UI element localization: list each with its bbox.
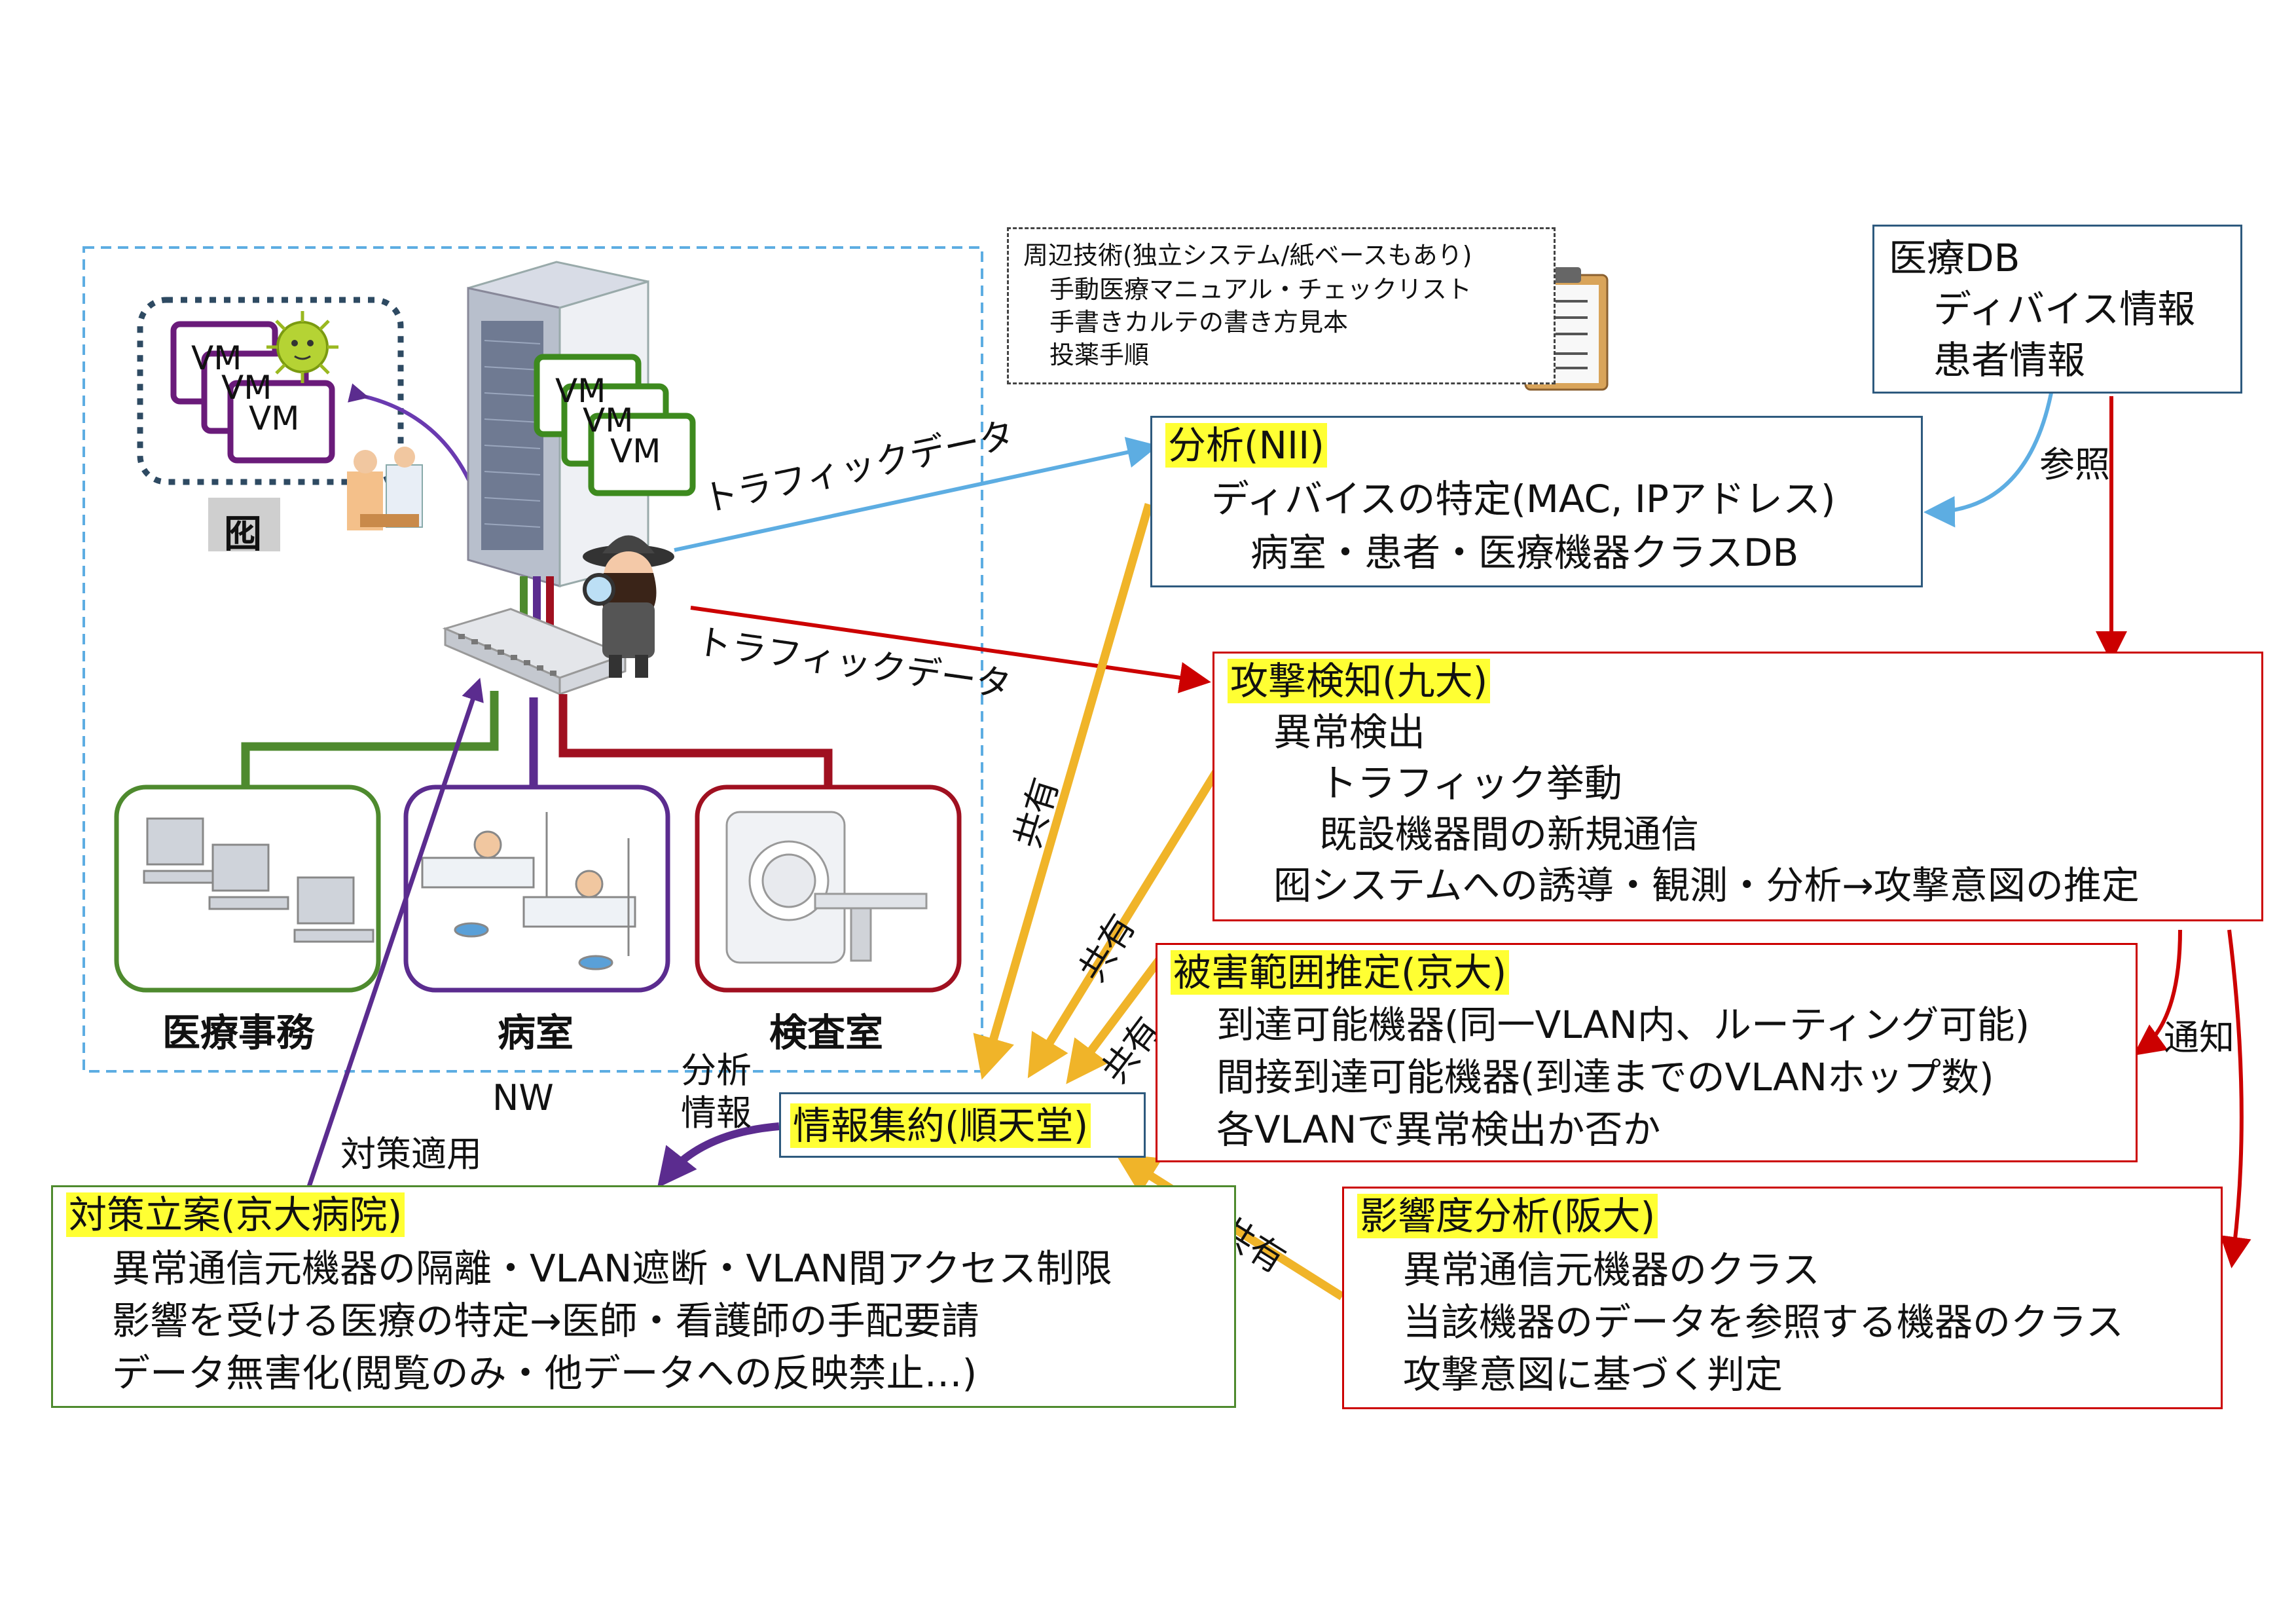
notify-arrow-1 — [2133, 929, 2182, 1056]
decoy-group — [137, 297, 404, 485]
attack-line-3: 既設機器間の新規通信 — [1319, 812, 1700, 857]
attack-detection-box: 攻撃検知(九大) 異常検出 トラフィック挙動 既設機器間の新規通信 囮システムへ… — [1212, 652, 2263, 921]
periphery-line-1: 周辺技術(独立システム/紙ベースもあり) — [1023, 241, 1472, 270]
spy-icon — [583, 535, 674, 678]
dept-ward-box — [403, 784, 670, 993]
virus-icon — [266, 311, 338, 383]
periphery-box: 周辺技術(独立システム/紙ベースもあり) 手動医療マニュアル・チェックリスト 手… — [1007, 227, 1556, 384]
ct-scanner-icon — [725, 811, 928, 964]
ward-beds-icon — [421, 812, 636, 970]
plan-line-2: 影響を受ける医療の特定→医師・看護師の手配要請 — [112, 1299, 979, 1343]
office-computers-icon — [143, 817, 374, 943]
attack-title: 攻撃検知(九大) — [1228, 654, 1491, 709]
server-vm-label-2: VM — [583, 401, 634, 439]
traffic-arrow-blue — [674, 437, 1159, 552]
damage-title: 被害範囲推定(京大) — [1171, 945, 1510, 1000]
medical-db-box: 医療DB ディバイス情報 患者情報 — [1872, 225, 2242, 394]
impact-analysis-box: 影響度分析(阪大) 異常通信元機器のクラス 当該機器のデータを参照する機器のクラ… — [1342, 1187, 2223, 1409]
periphery-line-3: 手書きカルテの書き方見本 — [1049, 308, 1349, 337]
attack-line-2: トラフィック挙動 — [1319, 761, 1622, 805]
decoy-vm-label-2: VM — [221, 369, 272, 407]
network-switch — [442, 608, 629, 696]
plan-line-1: 異常通信元機器の隔離・VLAN遮断・VLAN間アクセス制限 — [112, 1246, 1112, 1291]
attack-line-4: 囮システムへの誘導・観測・分析→攻撃意図の推定 — [1273, 863, 2140, 908]
share-arrow-damage — [1066, 953, 1166, 1084]
medical-db-line-2: 患者情報 — [1933, 338, 2086, 382]
server-vm-stack — [534, 354, 696, 496]
network-boundary — [82, 246, 983, 1073]
apply-label: 対策適用 — [340, 1134, 482, 1175]
impact-line-3: 攻撃意図に基づく判定 — [1403, 1352, 1783, 1397]
traffic-arrow-red — [690, 606, 1211, 693]
nw-label: NW — [492, 1077, 554, 1118]
analysis-info-label-2: 情報 — [681, 1092, 752, 1134]
plan-line-3: データ無害化(閲覧のみ・他データへの反映禁止…) — [112, 1351, 977, 1395]
server-vm-label-3: VM — [610, 432, 661, 470]
apply-arrow — [305, 678, 484, 1192]
analysis-info-arrow — [657, 1122, 780, 1189]
decoy-vm-stack — [170, 321, 335, 464]
attack-line-1: 異常検出 — [1273, 710, 1426, 754]
analysis-title: 分析(NII) — [1165, 418, 1327, 473]
analysis-info-label-1: 分析 — [681, 1050, 752, 1091]
periphery-line-2: 手動医療マニュアル・チェックリスト — [1049, 275, 1472, 304]
damage-range-box: 被害範囲推定(京大) 到達可能機器(同一VLAN内、ルーティング可能) 間接到達… — [1156, 943, 2138, 1162]
plan-title: 対策立案(京大病院) — [66, 1187, 405, 1242]
notify-arrow-2 — [2219, 929, 2251, 1268]
impact-line-2: 当該機器のデータを参照する機器のクラス — [1403, 1300, 2124, 1344]
dept-ward-label: 病室 — [498, 1010, 574, 1055]
dept-office-label: 医療事務 — [162, 1010, 315, 1055]
aggregation-title: 情報集約(順天堂) — [790, 1098, 1091, 1153]
analysis-box: 分析(NII) ディバイスの特定(MAC, IPアドレス) 病室・患者・医療機器… — [1150, 416, 1923, 587]
impact-title: 影響度分析(阪大) — [1357, 1189, 1658, 1244]
notify-label: 通知 — [2164, 1017, 2234, 1058]
countermeasure-box: 対策立案(京大病院) 異常通信元機器の隔離・VLAN遮断・VLAN間アクセス制限… — [51, 1185, 1236, 1408]
decoy-label-box — [208, 498, 280, 551]
damage-line-3: 各VLANで異常検出か否か — [1216, 1107, 1661, 1152]
decoy-label: 囮 — [224, 511, 263, 556]
analysis-line-1: ディバイスの特定(MAC, IPアドレス) — [1211, 477, 1836, 521]
medical-db-line-1: ディバイス情報 — [1933, 287, 2196, 331]
impact-line-1: 異常通信元機器のクラス — [1403, 1247, 1820, 1292]
dept-exam-label: 検査室 — [769, 1010, 884, 1055]
decoy-vm-label-3: VM — [249, 399, 300, 437]
aggregation-box: 情報集約(順天堂) — [779, 1092, 1146, 1158]
people-icon — [347, 447, 423, 530]
analysis-line-2: 病室・患者・医療機器クラスDB — [1250, 530, 1799, 575]
server-vm-label-1: VM — [555, 372, 606, 410]
share-arrow-analysis — [973, 503, 1154, 1080]
reference-arrow — [1923, 386, 2054, 528]
periphery-line-4: 投薬手順 — [1049, 341, 1150, 369]
decoy-vm-label-1: VM — [191, 339, 242, 377]
damage-line-1: 到達可能機器(同一VLAN内、ルーティング可能) — [1216, 1003, 2030, 1047]
share-arrow-attack — [1027, 767, 1222, 1079]
damage-line-2: 間接到達可能機器(到達までのVLANホップ数) — [1216, 1055, 1994, 1099]
medical-db-title: 医療DB — [1889, 236, 2020, 280]
ref-label: 参照 — [2039, 444, 2110, 485]
